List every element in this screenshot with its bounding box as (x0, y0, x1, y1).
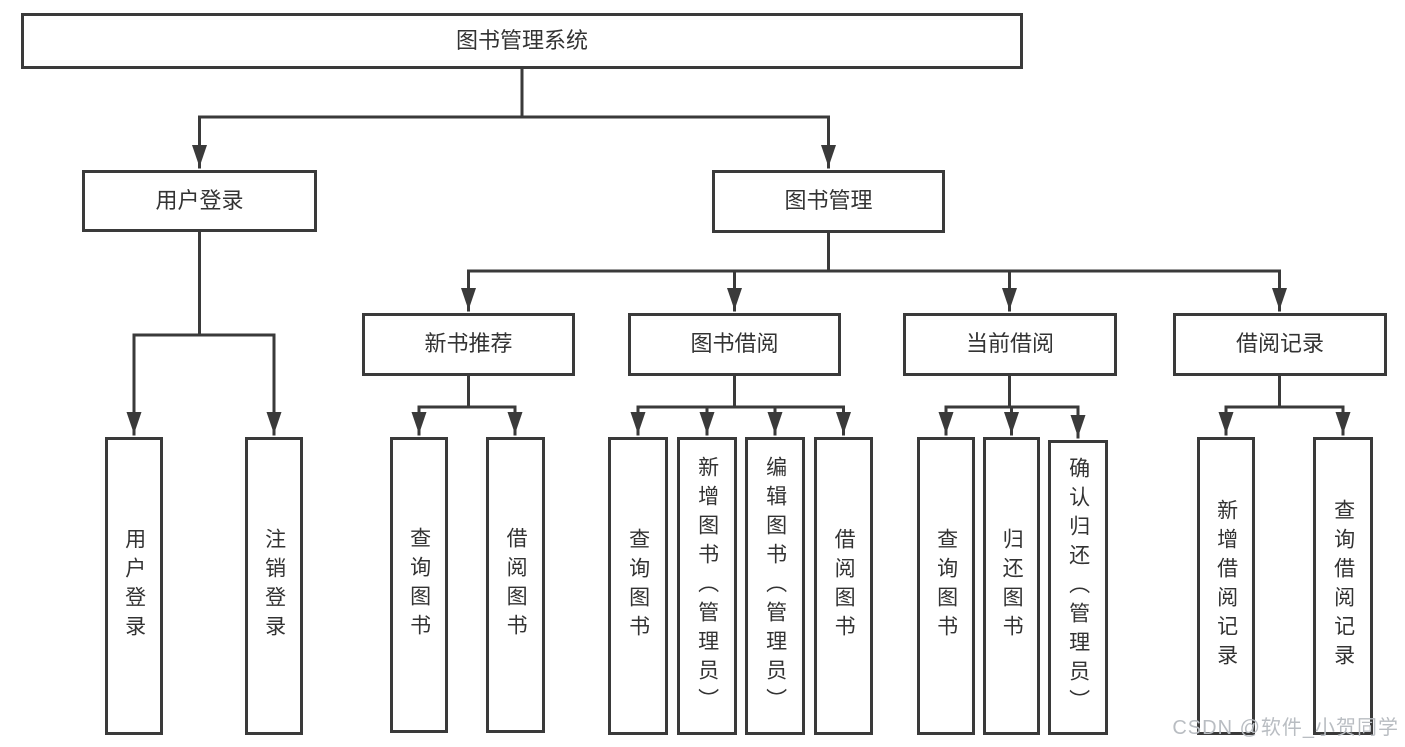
node-label: 编辑图书（管理员） (763, 455, 787, 717)
leaf-logout: 注销登录 (245, 437, 303, 735)
node-label: 查询图书 (626, 528, 650, 644)
node-library-management-system: 图书管理系统 (21, 13, 1023, 69)
leaf-user-login: 用户登录 (105, 437, 163, 735)
node-label: 图书借阅 (690, 331, 779, 357)
node-label: 借阅图书 (832, 528, 856, 644)
node-user-login: 用户登录 (82, 170, 317, 232)
node-label: 借阅图书 (504, 527, 528, 643)
node-label: 新增图书（管理员） (695, 455, 719, 717)
node-borrow-record: 借阅记录 (1173, 313, 1387, 376)
leaf-confirm-return-admin: 确认归还（管理员） (1048, 440, 1108, 735)
node-book-borrow: 图书借阅 (628, 313, 841, 376)
node-label: 查询借阅记录 (1331, 499, 1355, 673)
leaf-query-borrow-record: 查询借阅记录 (1313, 437, 1373, 735)
node-label: 用户登录 (155, 187, 244, 213)
leaf-query-books: 查询图书 (390, 437, 448, 733)
node-label: 用户登录 (122, 528, 146, 644)
node-label: 注销登录 (262, 528, 286, 644)
node-label: 确认归还（管理员） (1066, 457, 1090, 718)
node-current-borrow: 当前借阅 (903, 313, 1117, 376)
node-label: 图书管理 (784, 188, 873, 214)
node-label: 查询图书 (407, 527, 431, 643)
node-label: 新书推荐 (424, 331, 513, 357)
leaf-add-borrow-record: 新增借阅记录 (1197, 437, 1255, 735)
csdn-watermark: CSDN @软件_小贺同学 (1172, 717, 1399, 739)
leaf-query-books: 查询图书 (917, 437, 975, 735)
node-label: 借阅记录 (1235, 331, 1324, 357)
node-label: 新增借阅记录 (1214, 499, 1238, 673)
node-book-management: 图书管理 (712, 170, 945, 233)
leaf-return-books: 归还图书 (983, 437, 1040, 735)
node-label: 查询图书 (934, 528, 958, 644)
leaf-query-books: 查询图书 (608, 437, 668, 735)
node-label: 归还图书 (1000, 528, 1024, 644)
node-new-book-recommend: 新书推荐 (362, 313, 575, 376)
leaf-add-books-admin: 新增图书（管理员） (677, 437, 737, 735)
node-label: 当前借阅 (965, 331, 1054, 357)
node-label: 图书管理系统 (455, 27, 588, 53)
leaf-borrow-books: 借阅图书 (814, 437, 873, 735)
leaf-borrow-books: 借阅图书 (486, 437, 545, 733)
leaf-edit-books-admin: 编辑图书（管理员） (745, 437, 805, 735)
